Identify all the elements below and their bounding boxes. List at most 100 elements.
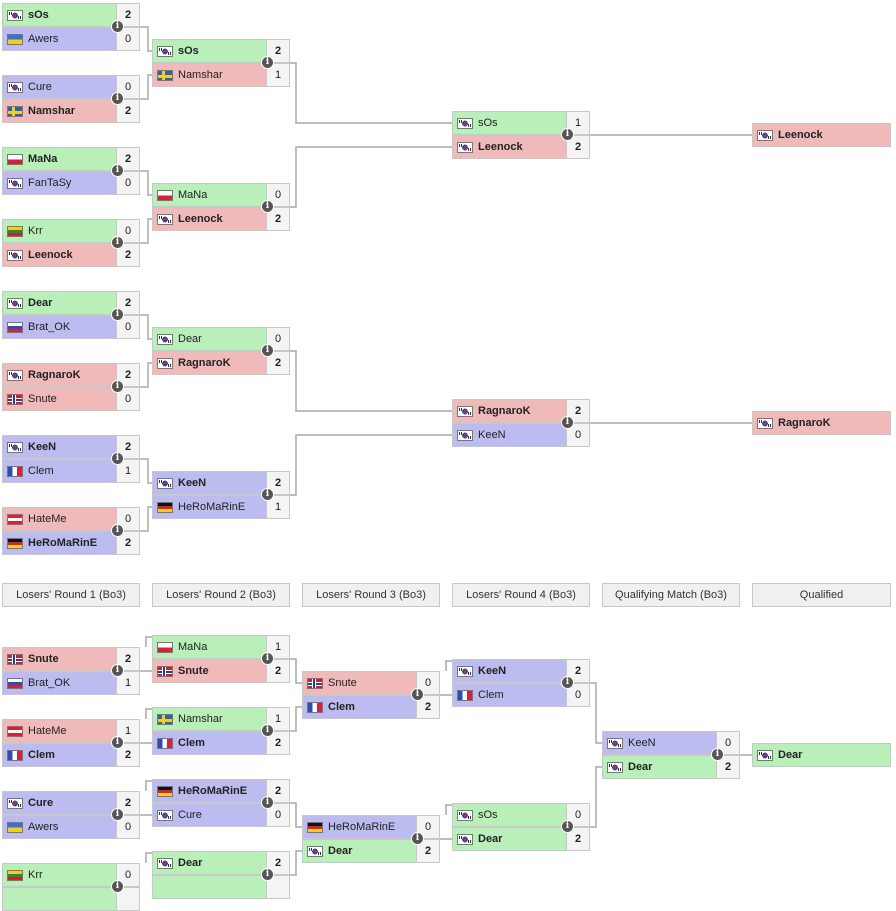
upper-r1-to-r2-line (140, 314, 152, 340)
match-info-icon[interactable]: i (412, 833, 423, 844)
player-score: 0 (116, 172, 139, 194)
player-name: Dear (478, 833, 503, 845)
player-score: 2 (116, 100, 139, 122)
flag-de-icon (7, 537, 23, 549)
player-score: 2 (116, 436, 139, 458)
player-name: Krr (28, 225, 43, 237)
player-name: HeRoMaRinE (178, 501, 246, 513)
upper-r1-to-r2-line (140, 458, 152, 484)
player-name: Leenock (778, 129, 823, 141)
match-info-icon[interactable]: i (112, 381, 123, 392)
match-info-icon[interactable]: i (112, 809, 123, 820)
match-info-icon[interactable]: i (262, 201, 273, 212)
match-info-icon[interactable]: i (112, 309, 123, 320)
player-slot[interactable]: Leenock (752, 123, 891, 147)
player-name: Clem (178, 737, 205, 749)
player-score: 2 (116, 532, 139, 554)
round-label: Qualifying Match (Bo3) (602, 583, 740, 607)
player-slot[interactable]: HeRoMaRinE 2 (2, 531, 140, 555)
match-info-icon[interactable]: i (262, 489, 273, 500)
player-slot[interactable]: Snute 0 (302, 671, 440, 695)
player-name: Dear (178, 857, 203, 869)
bracket-stage: Losers' Round 1 (Bo3)Losers' Round 2 (Bo… (2, 3, 891, 911)
flag-se-icon (157, 69, 173, 81)
match-info-icon[interactable]: i (262, 869, 273, 880)
flag-ua-icon (7, 33, 23, 45)
player-name: Dear (178, 333, 202, 345)
player-name: MaNa (178, 641, 208, 653)
match-info-icon[interactable]: i (262, 57, 273, 68)
flag-kr-icon (7, 81, 23, 93)
match-info-icon[interactable]: i (562, 677, 573, 688)
player-score: 2 (266, 732, 289, 754)
match-info-icon[interactable]: i (112, 237, 123, 248)
flag-kr-icon (7, 177, 23, 189)
flag-kr-icon (307, 845, 323, 857)
match-info-icon[interactable]: i (112, 881, 123, 892)
match-info-icon[interactable]: i (112, 665, 123, 676)
player-score: 2 (716, 756, 739, 778)
player-name: sOs (478, 117, 498, 129)
match-info-icon[interactable]: i (112, 453, 123, 464)
match-info-icon[interactable]: i (262, 797, 273, 808)
player-score: 1 (266, 636, 289, 658)
match-info-icon[interactable]: i (562, 129, 573, 140)
player-score: 2 (116, 648, 139, 670)
player-name: Leenock (478, 141, 523, 153)
match-info-icon[interactable]: i (712, 749, 723, 760)
round-label: Qualified (752, 583, 891, 607)
upper-r1-to-r2-line (140, 506, 152, 532)
player-slot[interactable]: Clem 0 (452, 683, 590, 707)
player-slot[interactable]: RagnaroK (752, 411, 891, 435)
match-info-icon[interactable]: i (262, 725, 273, 736)
player-score: 0 (566, 684, 589, 706)
match-info-icon[interactable]: i (262, 345, 273, 356)
match-info-icon[interactable]: i (562, 417, 573, 428)
flag-kr-icon (457, 117, 473, 129)
player-name: sOs (28, 9, 49, 21)
player-score: 0 (566, 804, 589, 826)
player-score: 2 (266, 208, 289, 230)
match-info-icon[interactable]: i (412, 689, 423, 700)
flag-kr-icon (607, 737, 623, 749)
player-score: 0 (416, 672, 439, 694)
flag-kr-icon (157, 477, 173, 489)
upper-r2-to-r4-line (290, 146, 452, 208)
match-info-icon[interactable]: i (112, 93, 123, 104)
player-name: Snute (328, 677, 357, 689)
player-slot[interactable]: Clem 2 (152, 731, 290, 755)
flag-kr-icon (757, 129, 773, 141)
match-info-icon[interactable]: i (112, 737, 123, 748)
match-info-icon[interactable]: i (262, 653, 273, 664)
match-info-icon[interactable]: i (112, 525, 123, 536)
match-info-icon[interactable]: i (112, 165, 123, 176)
player-name: HeRoMaRinE (28, 537, 98, 549)
match-info-icon[interactable]: i (112, 21, 123, 32)
player-slot[interactable]: Dear (752, 743, 891, 767)
player-score: 0 (266, 184, 289, 206)
flag-kr-icon (157, 333, 173, 345)
player-score: 2 (416, 840, 439, 862)
player-score: 2 (566, 400, 589, 422)
player-score: 0 (116, 76, 139, 98)
player-name: Clem (478, 689, 504, 701)
match-info-icon[interactable]: i (562, 821, 573, 832)
